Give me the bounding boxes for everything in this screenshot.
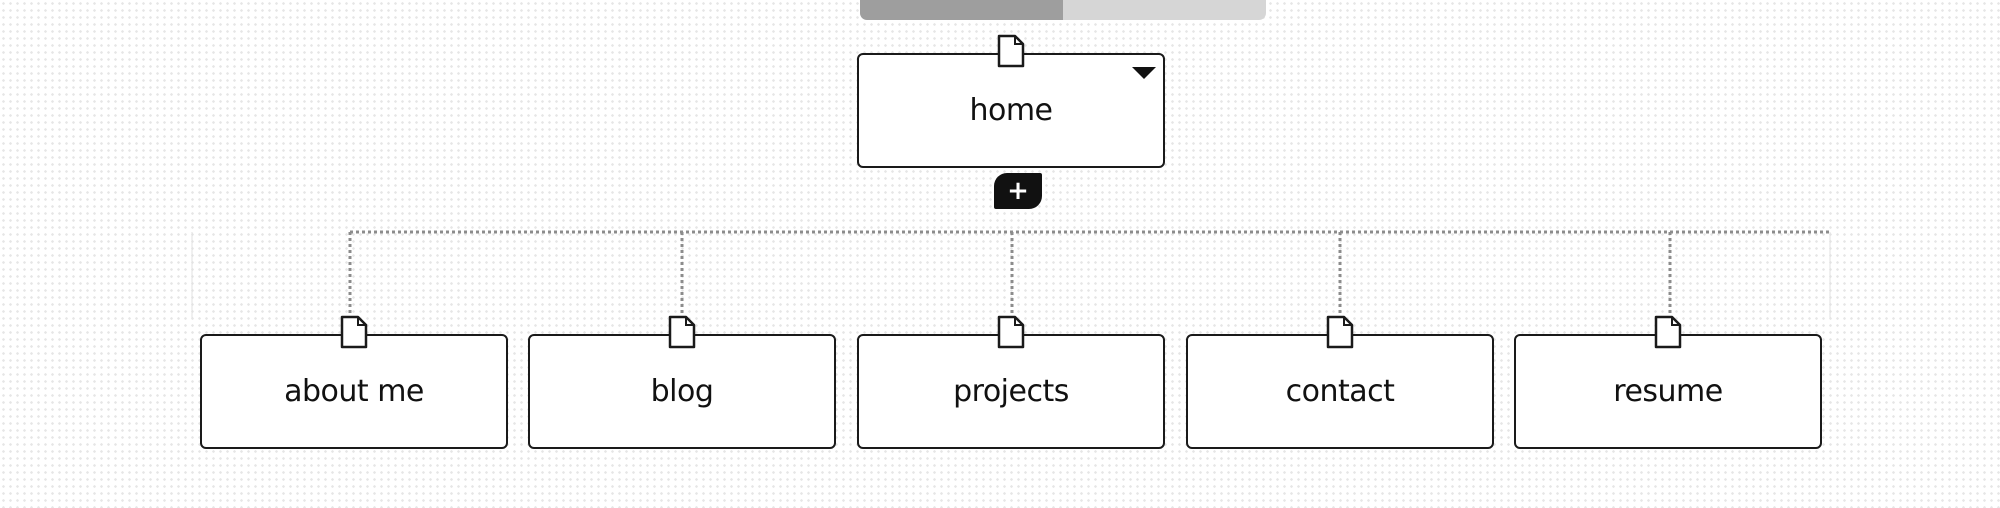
plus-icon: + <box>1007 176 1029 206</box>
node-label: projects <box>953 374 1069 409</box>
top-tab-right-segment[interactable] <box>1063 0 1266 20</box>
node-label: contact <box>1285 374 1395 409</box>
page-icon <box>1654 315 1682 349</box>
top-tab-bar[interactable] <box>860 0 1266 20</box>
node-label: home <box>969 93 1053 128</box>
page-icon <box>340 315 368 349</box>
sitemap-node-projects[interactable]: projects <box>857 315 1165 449</box>
sitemap-node-about-me[interactable]: about me <box>200 315 508 449</box>
page-icon <box>997 34 1025 68</box>
sitemap-node-home[interactable]: home <box>857 34 1165 168</box>
node-label: about me <box>284 374 424 409</box>
sitemap-node-contact[interactable]: contact <box>1186 315 1494 449</box>
page-icon <box>668 315 696 349</box>
top-tab-left-segment[interactable] <box>860 0 1063 20</box>
page-icon <box>1326 315 1354 349</box>
node-label: blog <box>650 374 714 409</box>
page-icon <box>997 315 1025 349</box>
add-child-button[interactable]: + <box>994 173 1042 209</box>
sitemap-node-resume[interactable]: resume <box>1514 315 1822 449</box>
node-label: resume <box>1613 374 1723 409</box>
sitemap-node-blog[interactable]: blog <box>528 315 836 449</box>
caret-down-icon[interactable] <box>1131 65 1157 81</box>
